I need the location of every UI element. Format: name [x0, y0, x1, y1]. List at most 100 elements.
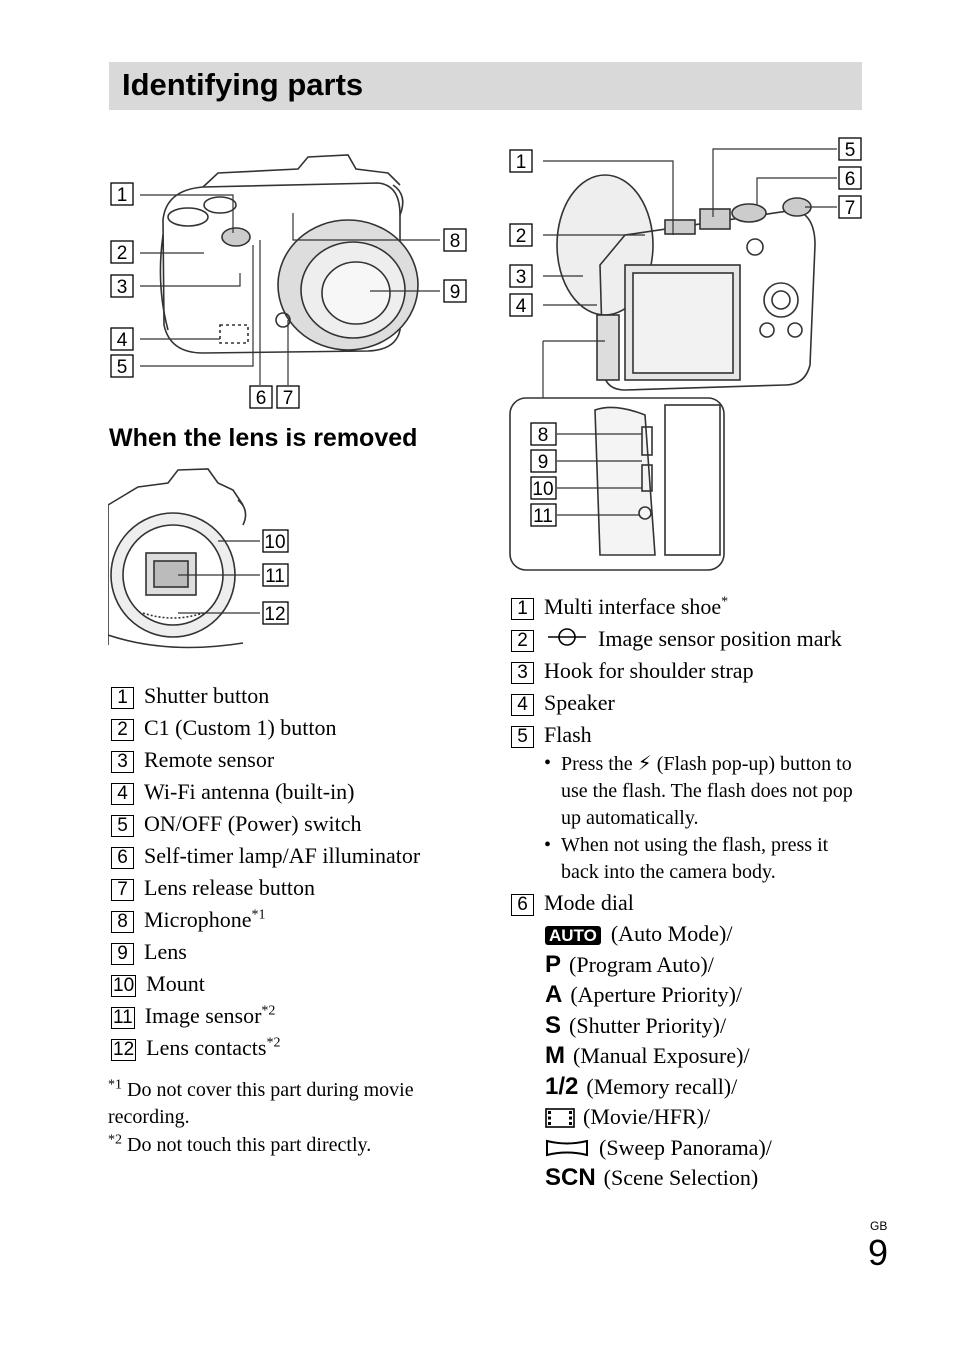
- item-number: 10: [111, 974, 137, 997]
- callout-mount-11: 11: [265, 566, 285, 587]
- item-number: 2: [111, 718, 134, 741]
- callout-front-5: 5: [117, 357, 128, 378]
- mode-item: SCN(Scene Selection): [545, 1164, 758, 1192]
- page-title: Identifying parts: [122, 67, 364, 102]
- flash-bullet-1: • Press the ⚡ (Flash pop-up) button to u…: [544, 751, 853, 829]
- mode-label: (Manual Exposure)/: [573, 1043, 750, 1068]
- mode-item: (Movie/HFR)/: [545, 1103, 710, 1131]
- list-item: 4 Wi-Fi antenna (built-in): [111, 778, 355, 806]
- sensor-position-mark-icon: [548, 625, 586, 653]
- mode-item: 1/2 (Memory recall)/: [545, 1073, 737, 1101]
- item-label: Mode dial: [544, 890, 634, 915]
- callout-back-4: 4: [516, 296, 527, 317]
- callout-back-6: 6: [845, 169, 856, 190]
- item-number: 9: [111, 942, 134, 965]
- item-number: 4: [511, 693, 534, 716]
- callout-front-3: 3: [117, 277, 128, 298]
- item-number: 5: [511, 725, 534, 748]
- item-label: Wi-Fi antenna (built-in): [144, 779, 355, 804]
- callout-back-1: 1: [516, 152, 527, 173]
- callout-port-8: 8: [538, 425, 549, 446]
- camera-mount-illustration: 10 11 12: [108, 468, 289, 649]
- page-label: GB: [870, 1219, 888, 1233]
- page-number: 9: [868, 1232, 889, 1273]
- callout-mount-12: 12: [264, 604, 285, 625]
- mode-symbol-icon: M: [545, 1042, 565, 1069]
- item-number: 7: [111, 878, 134, 901]
- mode-label: (Shutter Priority)/: [569, 1012, 727, 1038]
- item-number: 3: [111, 750, 134, 773]
- item-number: 1: [111, 686, 134, 709]
- item-label: Lens release button: [144, 875, 316, 900]
- list-item: 6 Self-timer lamp/AF illuminator: [111, 842, 420, 870]
- callout-front-4: 4: [117, 330, 128, 351]
- list-item: 3 Remote sensor: [111, 746, 274, 774]
- item-number: 8: [111, 910, 134, 933]
- item-label: Image sensor: [144, 1003, 262, 1028]
- list-item: 7 Lens release button: [111, 874, 315, 902]
- callout-mount-10: 10: [264, 532, 285, 553]
- item-footnote-mark: *: [721, 594, 729, 610]
- item-label: Shutter button: [144, 683, 270, 708]
- item-label: Flash: [544, 722, 592, 747]
- callout-front-1: 1: [117, 185, 128, 206]
- item-number: 6: [111, 846, 134, 869]
- list-item: 9 Lens: [111, 938, 187, 966]
- footnote-1: *1 Do not cover this part during movie r…: [108, 1077, 468, 1131]
- mode-item: S (Shutter Priority)/: [545, 1012, 726, 1040]
- bullet-text-before: Press the: [561, 753, 633, 775]
- mode-item: M (Manual Exposure)/: [545, 1042, 750, 1070]
- callout-back-5: 5: [845, 140, 856, 161]
- item-label: Lens: [144, 939, 187, 964]
- mode-symbol-icon: P: [545, 950, 562, 978]
- list-item: 1 Shutter button: [111, 682, 269, 710]
- list-item: 5 ON/OFF (Power) switch: [111, 810, 362, 838]
- camera-front-illustration: 1 2 3 4 5 6 7 8 9: [110, 154, 467, 409]
- mode-item: P(Program Auto)/: [545, 951, 714, 979]
- bullet-text-after: (Flash pop-up) button to use the flash. …: [561, 753, 853, 829]
- callout-port-9: 9: [538, 452, 549, 473]
- mode-item: (Sweep Panorama)/: [545, 1134, 772, 1162]
- footnote-text: Do not cover this part during movie reco…: [108, 1079, 414, 1128]
- mode-label: (Memory recall)/: [586, 1073, 738, 1099]
- item-footnote-mark: *2: [261, 1003, 276, 1019]
- item-number: 3: [511, 661, 534, 684]
- lens-removed-heading: When the lens is removed: [109, 424, 418, 452]
- mode-label: (Scene Selection): [603, 1165, 759, 1190]
- flash-icon: ⚡: [637, 751, 652, 775]
- item-number: 5: [111, 814, 134, 837]
- item-number: 1: [511, 597, 534, 620]
- item-label: Lens contacts: [146, 1035, 267, 1060]
- callout-front-2: 2: [117, 243, 128, 264]
- mode-label: (Aperture Priority)/: [570, 982, 743, 1007]
- item-number: 4: [111, 782, 134, 805]
- item-label: ON/OFF (Power) switch: [144, 811, 362, 836]
- footnote-text: Do not touch this part directly.: [127, 1134, 372, 1156]
- mode-symbol-icon: 1/2: [545, 1072, 579, 1100]
- item-number: 11: [111, 1006, 135, 1029]
- item-label: Image sensor position mark: [598, 626, 842, 651]
- mode-symbol-icon: S: [545, 1011, 562, 1039]
- item-label: Remote sensor: [144, 747, 275, 772]
- callout-port-10: 10: [532, 479, 553, 500]
- sweep-panorama-icon: [545, 1134, 599, 1161]
- camera-back-illustration: 1 2 3 4 5 6 7 8 9 10 11: [509, 137, 862, 571]
- callout-port-11: 11: [533, 506, 553, 527]
- item-label: Microphone: [144, 907, 252, 932]
- item-label: Mount: [146, 971, 205, 996]
- list-item: 5 Flash: [511, 721, 592, 749]
- list-item: 10 Mount: [111, 970, 205, 998]
- item-label: Self-timer lamp/AF illuminator: [144, 843, 421, 868]
- callout-back-2: 2: [516, 226, 527, 247]
- item-footnote-mark: *2: [266, 1035, 281, 1051]
- title-bar: [109, 62, 862, 110]
- list-item: 11 Image sensor*2: [111, 1002, 275, 1030]
- mode-symbol-icon: A: [545, 981, 563, 1008]
